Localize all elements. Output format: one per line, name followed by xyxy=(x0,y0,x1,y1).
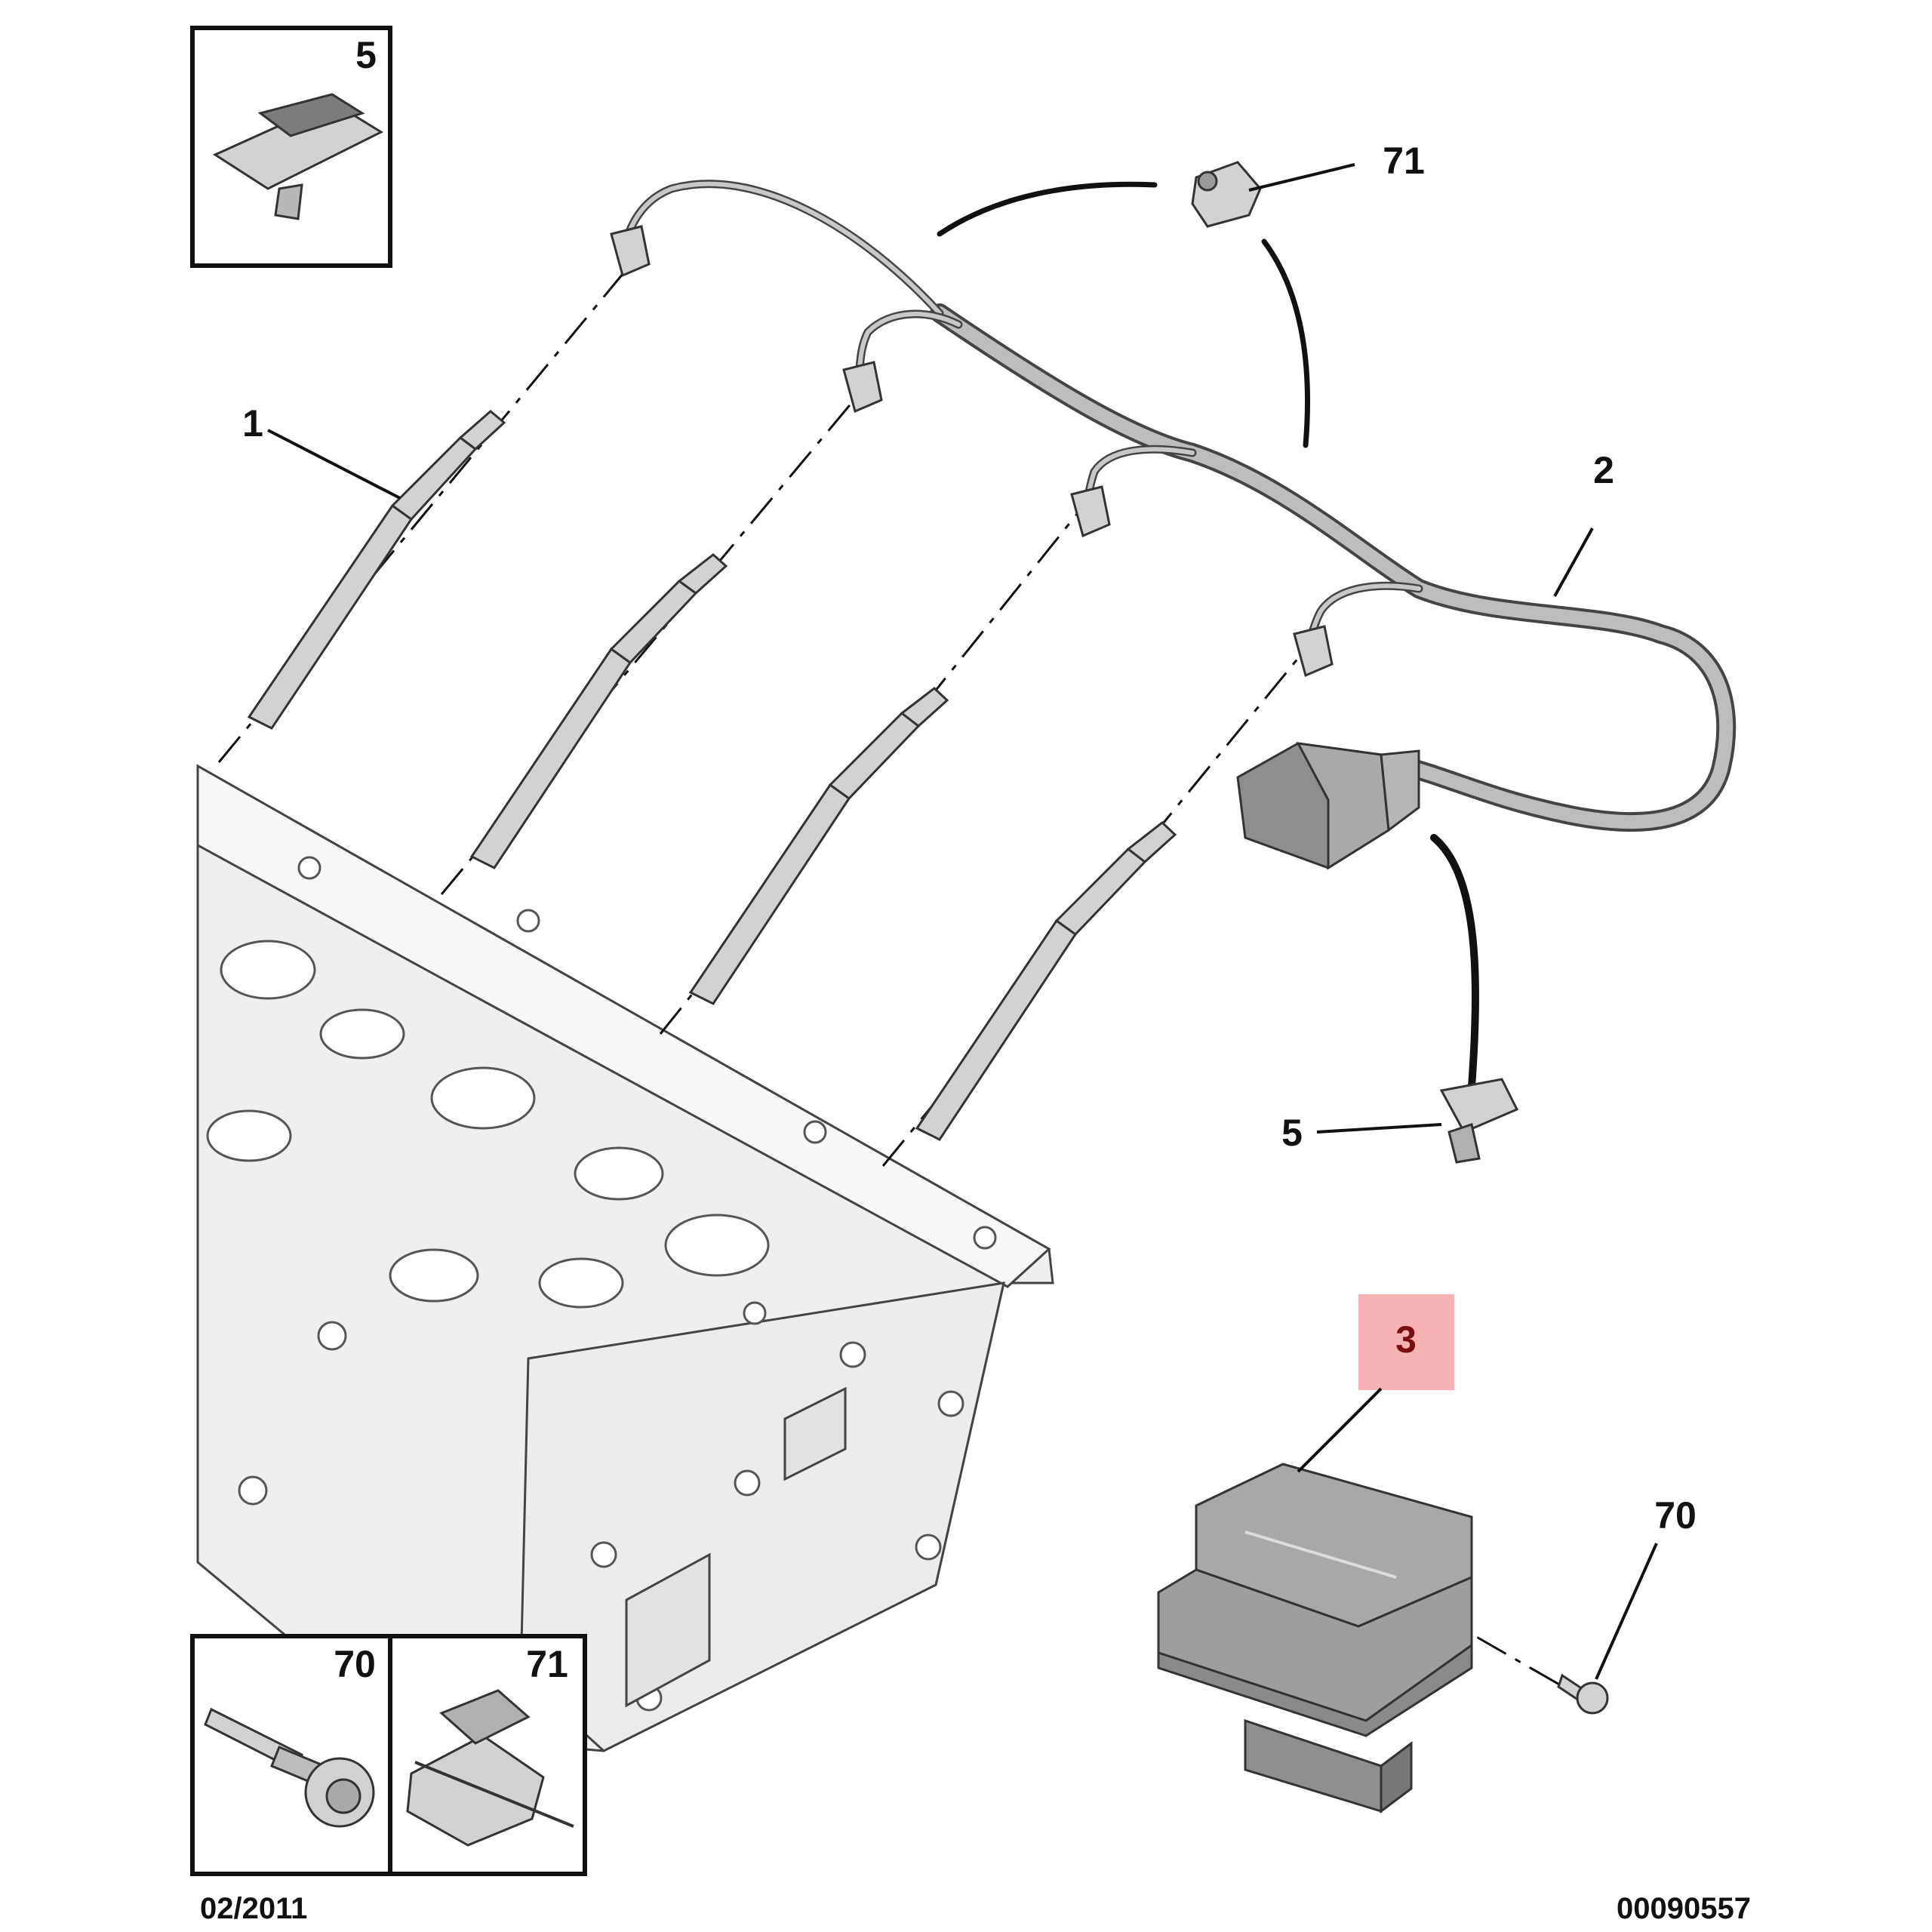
cylinder-head xyxy=(196,764,1054,1752)
footer-date: 02/2011 xyxy=(200,1892,307,1925)
glow-plug xyxy=(247,410,506,730)
harness-connector xyxy=(1236,742,1420,870)
inset-label-70: 70 xyxy=(334,1643,376,1685)
inset-clip-71: 71 xyxy=(388,1634,587,1876)
earth-wire xyxy=(1430,834,1479,1091)
callout-clip-5: 5 xyxy=(1281,1112,1303,1154)
leader-lines xyxy=(267,163,1658,1680)
callout-glow-plug: 1 xyxy=(242,402,263,445)
inset-screw-70: 70 xyxy=(190,1634,392,1876)
inset-label-71: 71 xyxy=(526,1643,568,1685)
callout-relay: 3 xyxy=(1395,1318,1417,1361)
inset-clip-5: 5 xyxy=(190,26,392,268)
glow-plug xyxy=(915,821,1177,1141)
earth-clip xyxy=(1439,1078,1519,1164)
footer-drawing-number: 00090557 xyxy=(1617,1892,1751,1925)
relay-screw xyxy=(1557,1673,1609,1715)
callout-screw-70: 70 xyxy=(1654,1494,1697,1537)
plug-boots xyxy=(610,225,1334,678)
wiring-harness xyxy=(622,180,1737,832)
clip-arc-upper xyxy=(937,181,1158,237)
callout-clip-71: 71 xyxy=(1383,140,1425,182)
callout-highlight xyxy=(1358,1294,1454,1390)
harness-clip xyxy=(1191,161,1262,228)
glow-plug-relay xyxy=(1157,1463,1473,1814)
glow-plug xyxy=(469,553,728,869)
port-bosses xyxy=(206,940,770,1309)
glow-plug xyxy=(688,687,949,1005)
callout-harness: 2 xyxy=(1593,449,1614,491)
inset-label-5: 5 xyxy=(355,34,377,76)
clip-arc-lower xyxy=(1261,238,1311,448)
